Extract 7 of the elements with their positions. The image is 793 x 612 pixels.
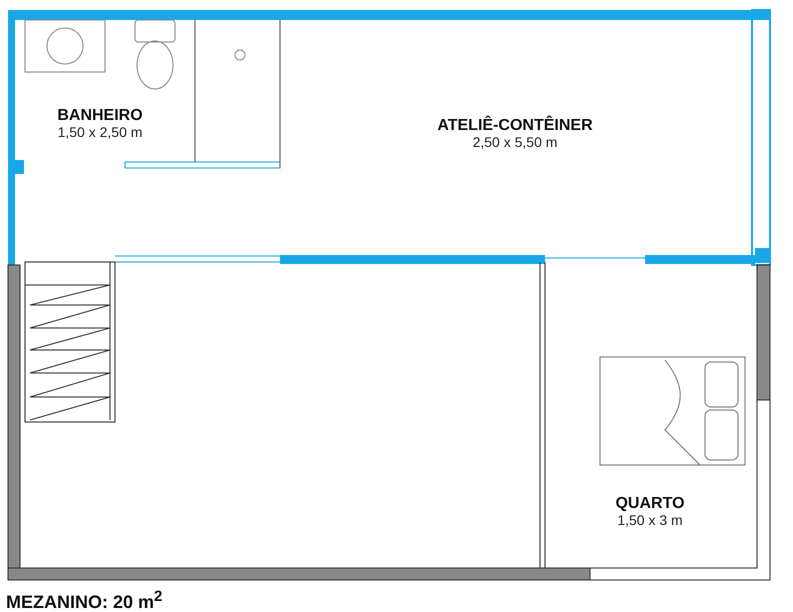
room-name: QUARTO [614, 496, 686, 513]
room-dimensions: 1,50 x 3 m [616, 512, 684, 528]
room-dimensions: 1,50 x 2,50 m [56, 124, 144, 140]
room-name: BANHEIRO [56, 108, 144, 125]
room-dimensions: 2,50 x 5,50 m [472, 134, 558, 150]
plan-caption: MEZANINO: 20 m$^{2}$ [6, 588, 162, 612]
room-name: ATELIÊ-CONTÊINER [436, 118, 594, 135]
